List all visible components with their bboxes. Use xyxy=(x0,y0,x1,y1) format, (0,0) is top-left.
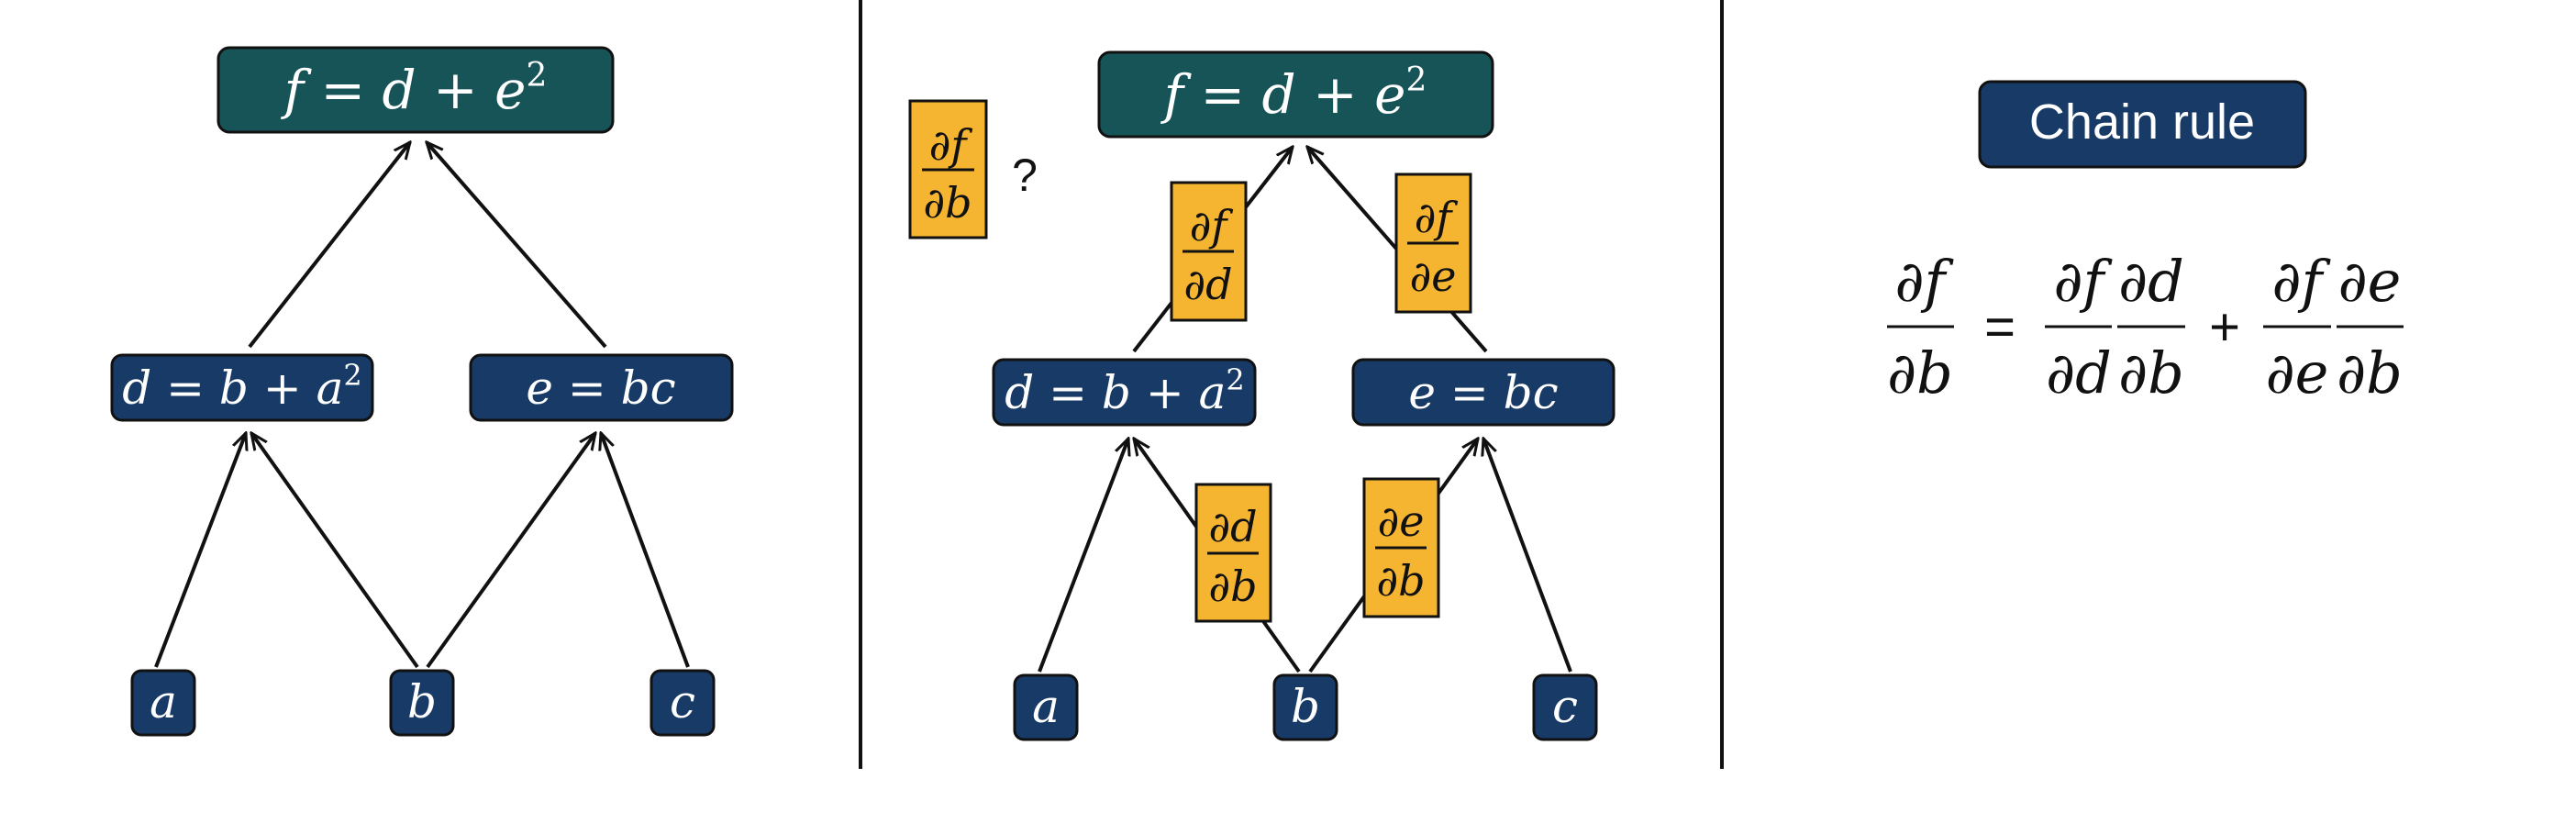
partial-df-dd: ∂f ∂d xyxy=(1170,181,1248,322)
partial-dd-db-den: ∂b xyxy=(1208,562,1257,611)
leaf-c-label: c xyxy=(670,675,695,728)
chain-rule-panel: Chain rule ∂f ∂b = ∂f ∂d ∂d ∂b + ∂f ∂e ∂… xyxy=(1887,80,2404,406)
eq-t1b-den: ∂b xyxy=(2118,339,2184,406)
left-computation-graph: f = d + e2 d = b + a2 e = bc a b xyxy=(110,46,734,737)
svg-text:d = b + a2: d = b + a2 xyxy=(122,358,362,415)
chain-rule-equation: ∂f ∂b = ∂f ∂d ∂d ∂b + ∂f ∂e ∂e ∂b xyxy=(1887,248,2404,406)
eq-t1a-den: ∂d xyxy=(2046,339,2112,406)
eq-t1b-num: ∂d xyxy=(2118,248,2184,315)
node-d-mid-lhs: d xyxy=(1005,366,1034,419)
edge-c-to-e xyxy=(601,433,690,668)
leaf-a: a xyxy=(130,669,196,737)
partial-df-dd-den: ∂d xyxy=(1183,260,1232,309)
question-numerator: ∂f xyxy=(929,120,973,170)
chain-rule-title: Chain rule xyxy=(2029,95,2255,150)
leaf-a-mid: a xyxy=(1013,673,1079,741)
node-e-lhs: e xyxy=(526,361,553,415)
partial-de-db: ∂e ∂b xyxy=(1362,477,1440,618)
eq-t2a-den: ∂e xyxy=(2266,339,2329,406)
eq-t2a-num: ∂f xyxy=(2271,248,2331,315)
node-f: f = d + e2 xyxy=(217,46,615,134)
middle-computation-graph: f = d + e2 d = b + a2 e = bc a b xyxy=(908,50,1616,741)
svg-text:e = bc: e = bc xyxy=(526,361,675,415)
node-d-lhs: d xyxy=(122,361,151,415)
partial-dd-db-num: ∂d xyxy=(1208,502,1257,551)
eq-t2b-num: ∂e xyxy=(2338,248,2402,315)
leaf-b-label: b xyxy=(407,675,437,728)
leaf-c: c xyxy=(650,669,716,737)
chain-rule-title-box: Chain rule xyxy=(1978,80,2307,169)
svg-text:f = d + e2: f = d + e2 xyxy=(281,57,548,121)
question-partial-df-db: ∂f ∂b xyxy=(908,99,988,239)
node-f-rhs: d + e xyxy=(383,59,527,121)
node-d-mid-exponent: 2 xyxy=(1226,362,1244,397)
question-denominator: ∂b xyxy=(923,178,972,228)
svg-text:e = bc: e = bc xyxy=(1408,366,1558,419)
leaf-a-label: a xyxy=(150,675,177,728)
svg-text:f = d + e2: f = d + e2 xyxy=(1160,61,1427,126)
edge-b-to-d xyxy=(251,433,419,669)
node-f-mid-rhs: d + e xyxy=(1262,63,1406,126)
leaf-c-mid: c xyxy=(1532,673,1598,741)
node-e: e = bc xyxy=(469,353,734,422)
partial-df-dd-num: ∂f xyxy=(1190,201,1234,250)
edge-d-to-f xyxy=(248,142,410,349)
node-d: d = b + a2 xyxy=(110,353,374,422)
eq-t1a-num: ∂f xyxy=(2053,248,2113,315)
partial-de-db-den: ∂b xyxy=(1376,556,1425,606)
node-f-mid-exponent: 2 xyxy=(1405,61,1427,99)
eq-plus: + xyxy=(2209,297,2240,357)
eq-equals: = xyxy=(1984,297,2015,357)
partial-dd-db: ∂d ∂b xyxy=(1194,483,1272,623)
svg-text:d = b + a2: d = b + a2 xyxy=(1005,362,1245,419)
partial-de-db-num: ∂e xyxy=(1377,496,1424,546)
node-d-mid-rhs: b + a xyxy=(1102,366,1227,419)
node-f-exponent: 2 xyxy=(526,57,547,95)
edge-a-to-d xyxy=(154,433,246,668)
partial-df-de-num: ∂f xyxy=(1415,193,1459,242)
edge-c-to-e-mid xyxy=(1483,439,1572,673)
node-e-mid-rhs: bc xyxy=(1504,366,1559,419)
edge-a-to-d-mid xyxy=(1038,439,1128,673)
edge-b-to-e xyxy=(426,433,595,669)
edge-e-to-f xyxy=(427,142,607,349)
node-d-mid: d = b + a2 xyxy=(992,358,1257,427)
eq-t2b-den: ∂b xyxy=(2337,339,2403,406)
eq-lhs-den: ∂b xyxy=(1887,339,1953,406)
partial-df-de: ∂f ∂e xyxy=(1394,172,1472,314)
leaf-b: b xyxy=(389,669,455,737)
leaf-b-mid: b xyxy=(1272,673,1338,741)
node-d-rhs: b + a xyxy=(219,361,344,415)
node-d-exponent: 2 xyxy=(343,358,361,393)
node-f-mid: f = d + e2 xyxy=(1097,50,1494,139)
node-e-rhs: bc xyxy=(621,361,676,415)
node-e-mid-lhs: e xyxy=(1408,366,1436,419)
leaf-c-mid-label: c xyxy=(1552,680,1578,733)
question-mark: ? xyxy=(1012,150,1038,201)
leaf-b-mid-label: b xyxy=(1291,680,1320,733)
node-e-mid: e = bc xyxy=(1351,358,1616,427)
leaf-a-mid-label: a xyxy=(1032,680,1060,733)
partial-df-de-den: ∂e xyxy=(1409,251,1456,301)
eq-lhs-num: ∂f xyxy=(1894,248,1954,315)
